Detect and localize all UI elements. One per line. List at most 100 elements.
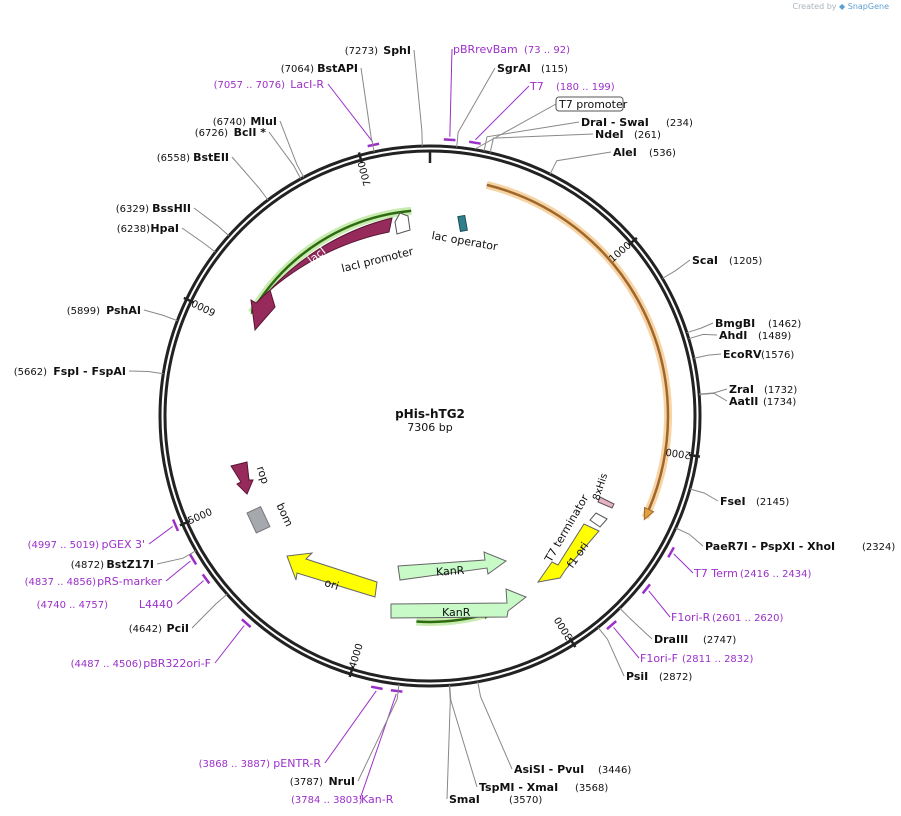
kanr-feature-1[interactable] [397, 551, 508, 581]
enzyme-leader [357, 684, 400, 782]
enzyme-coord: (1734) [763, 397, 796, 408]
enzyme-name[interactable]: AatII [729, 395, 758, 408]
enzyme-name[interactable]: HpaI [150, 222, 179, 235]
primer-range: (2601 .. 2620) [712, 613, 784, 624]
enzyme-name[interactable]: BstEII [193, 151, 229, 164]
enzyme-name[interactable]: ZraI [729, 383, 754, 396]
snapgene-logo-icon: ◆ [839, 2, 846, 11]
enzyme-name[interactable]: FspI - FspAI [53, 365, 126, 378]
tick-mark [348, 666, 355, 678]
enzyme-name[interactable]: AleI [613, 146, 637, 159]
tick-label: 5000 [186, 507, 214, 527]
enzyme-coord: (7064) [281, 64, 314, 75]
orange-feature-arc[interactable] [486, 183, 670, 514]
bom-feature[interactable] [246, 505, 271, 534]
enzyme-name[interactable]: AhdI [719, 329, 747, 342]
enzyme-name[interactable]: PshAI [106, 304, 141, 317]
enzyme-name[interactable]: FseI [720, 495, 746, 508]
plasmid-size: 7306 bp [407, 421, 452, 434]
credit-brand: SnapGene [847, 2, 889, 11]
green-arc-2[interactable] [252, 209, 412, 311]
laci-feature[interactable] [250, 217, 393, 332]
enzyme-name[interactable]: SphI [383, 44, 411, 57]
8xhis-label: 8xHis [591, 472, 610, 502]
enzyme-name[interactable]: BstZ17I [106, 558, 154, 571]
enzyme-name[interactable]: TspMI - XmaI [479, 781, 558, 794]
primer-leader [327, 83, 374, 143]
enzyme-name[interactable]: AsiSI - PvuI [514, 763, 584, 776]
tick-label: 6000 [190, 297, 218, 318]
enzyme-name[interactable]: PsiI [626, 670, 648, 683]
primer-range: (180 .. 199) [556, 82, 615, 93]
kanr-feature-2[interactable] [390, 588, 527, 619]
enzyme-name[interactable]: NruI [328, 775, 355, 788]
enzyme-name[interactable]: SgrAI [497, 62, 531, 75]
enzyme-leader [549, 151, 612, 175]
primer-name[interactable]: pENTR-R [273, 757, 321, 770]
tick-label: 2000 [665, 445, 692, 460]
primer-leader [673, 553, 694, 574]
enzyme-leader [181, 227, 216, 253]
f1-ori-feature[interactable] [536, 523, 600, 583]
8xhis-feature[interactable] [597, 496, 615, 509]
primer-mark [189, 553, 198, 566]
enzyme-name[interactable]: DraIII [654, 633, 688, 646]
enzyme-name[interactable]: PaeR7I - PspXI - XhoI [705, 540, 835, 553]
primer-leader [176, 580, 204, 605]
primer-name[interactable]: LacI-R [290, 78, 324, 91]
rop-feature[interactable] [230, 461, 254, 495]
primer-leader [613, 627, 640, 659]
enzyme-coord: (6726) [195, 128, 228, 139]
enzyme-leader [191, 593, 228, 629]
enzyme-coord: (1462) [768, 319, 801, 330]
enzyme-coord: (4642) [129, 624, 162, 635]
primer-name[interactable]: L4440 [139, 598, 173, 611]
primer-name[interactable]: pGEX 3' [101, 538, 145, 551]
enzyme-leader [688, 333, 718, 340]
enzyme-name[interactable]: EcoRV [723, 348, 762, 361]
enzyme-leader [279, 120, 305, 178]
primer-name[interactable]: pBR322ori-F [143, 657, 211, 670]
primer-name[interactable]: pRS-marker [97, 575, 162, 588]
enzyme-coord: (536) [649, 148, 676, 159]
primer-mark [443, 138, 456, 142]
tick-mark [568, 637, 577, 648]
enzyme-name[interactable]: ScaI [692, 254, 718, 267]
primer-range: (3868 .. 3887) [199, 759, 271, 770]
primer-name[interactable]: pBRrevBam [453, 43, 518, 56]
enzyme-name[interactable]: PciI [167, 622, 189, 635]
primer-mark [241, 618, 252, 629]
enzyme-name[interactable]: BstAPI [317, 62, 358, 75]
enzyme-name[interactable]: DraI - SwaI [581, 116, 649, 129]
enzyme-leader [156, 550, 197, 565]
ori-feature[interactable] [286, 552, 378, 598]
primer-name[interactable]: Kan-R [361, 793, 394, 806]
primer-range: (4997 .. 5019) [28, 540, 100, 551]
enzyme-coord: (234) [666, 118, 693, 129]
enzyme-name[interactable]: MluI [250, 115, 277, 128]
enzyme-coord: (6329) [116, 204, 149, 215]
enzyme-coord: (5899) [67, 306, 100, 317]
primer-range: (2811 .. 2832) [682, 654, 754, 665]
tick-mark [357, 152, 364, 164]
enzyme-name[interactable]: BmgBI [715, 317, 755, 330]
t7-promoter-callout[interactable]: T7 promoter [474, 96, 628, 150]
primer-name[interactable]: F1ori-F [640, 652, 678, 665]
primer-range: (4837 .. 4856) [25, 577, 97, 588]
enzyme-name[interactable]: NdeI [595, 128, 624, 141]
primer-name[interactable]: T7 [529, 80, 544, 93]
enzyme-coord: (115) [541, 64, 568, 75]
enzyme-name[interactable]: BssHII [152, 202, 191, 215]
primer-leader [214, 625, 245, 664]
lac-operator-feature[interactable] [457, 214, 468, 232]
primer-leader [148, 526, 174, 545]
ori-label: ori [323, 576, 341, 593]
laci-promoter-feature[interactable] [394, 212, 411, 235]
enzyme-name[interactable]: SmaI [449, 793, 480, 806]
t7-terminator-feature[interactable] [589, 512, 608, 528]
primer-name[interactable]: F1ori-R [671, 611, 711, 624]
enzyme-name[interactable]: BclI * [234, 126, 267, 139]
enzyme-coord: (7273) [345, 46, 378, 57]
kanr-label-2: KanR [442, 606, 471, 619]
primer-name[interactable]: T7 Term [693, 567, 738, 580]
